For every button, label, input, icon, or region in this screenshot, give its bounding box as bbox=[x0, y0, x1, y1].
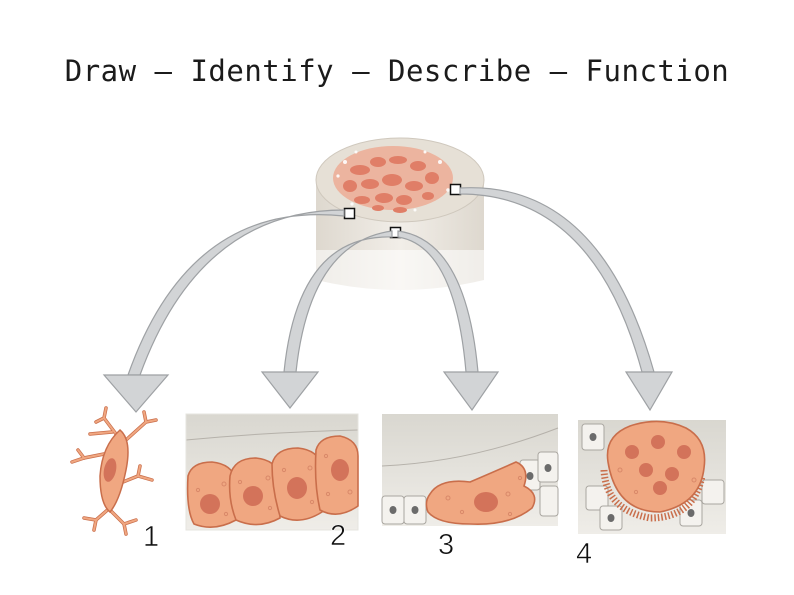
cell-3-illustration bbox=[381, 414, 559, 526]
cell-1-illustration bbox=[70, 406, 158, 536]
panel-number-2: 2 bbox=[330, 520, 347, 553]
cell-4-illustration bbox=[578, 420, 726, 534]
panel-number-1: 1 bbox=[143, 521, 160, 554]
panel-number-3: 3 bbox=[438, 529, 455, 562]
cell-2-illustration bbox=[185, 413, 359, 531]
arrows bbox=[102, 187, 674, 413]
panel-number-4: 4 bbox=[576, 538, 593, 571]
arrow-to-cell-2 bbox=[260, 230, 393, 409]
arrow-to-cell-4 bbox=[459, 187, 674, 412]
arrow-to-cell-3 bbox=[397, 230, 500, 412]
page-title: Draw – Identify – Describe – Function bbox=[64, 54, 730, 88]
arrow-to-cell-1 bbox=[102, 209, 345, 413]
